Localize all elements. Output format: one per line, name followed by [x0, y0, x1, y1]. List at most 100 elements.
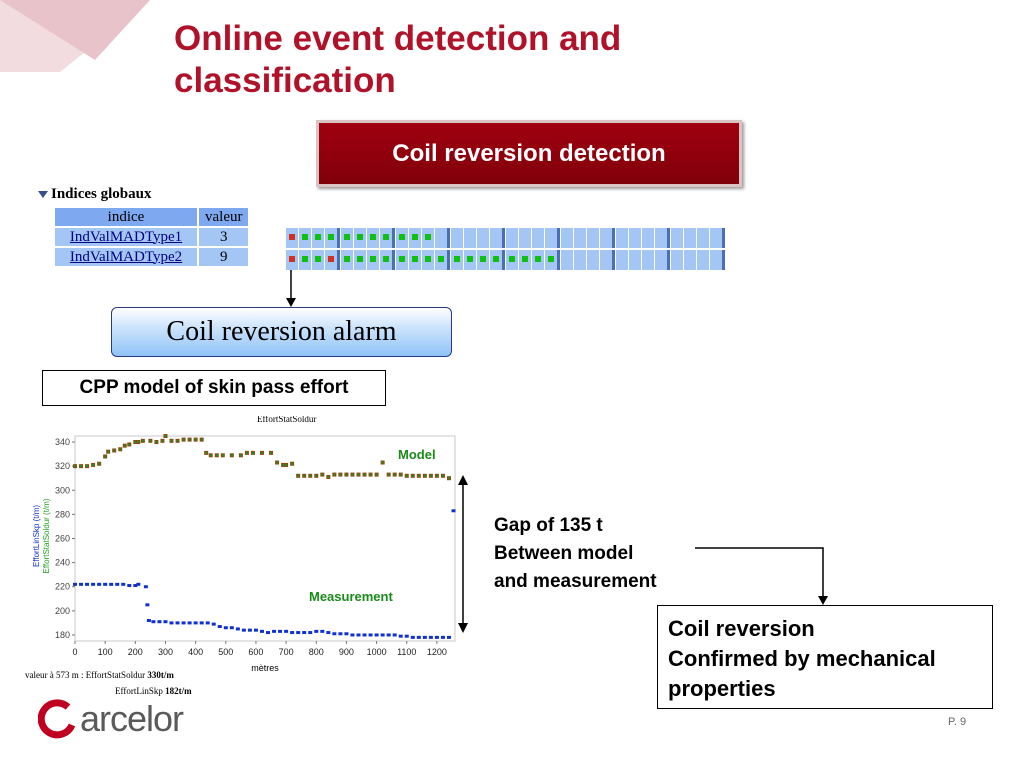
gap-double-arrow	[458, 475, 468, 633]
event-grid-cell	[616, 250, 628, 270]
measurement-point	[362, 633, 367, 637]
measurement-point	[440, 635, 445, 639]
y-tick-label: 200	[55, 606, 70, 616]
measurement-point	[79, 582, 84, 586]
measurement-point	[422, 635, 427, 639]
event-grid-cell	[710, 228, 725, 248]
model-point-inner	[200, 438, 203, 441]
model-point-inner	[149, 439, 152, 442]
event-grid-cell	[671, 228, 683, 248]
measurement-point	[374, 633, 379, 637]
event-marker	[315, 234, 321, 240]
event-marker	[412, 256, 418, 262]
x-tick-label: 400	[188, 647, 203, 657]
x-tick-label: 100	[98, 647, 113, 657]
event-marker	[370, 234, 376, 240]
event-grid-cell	[409, 250, 421, 270]
model-point-inner	[363, 473, 366, 476]
table-row: IndValMADType2 9	[55, 248, 249, 266]
model-point-inner	[327, 476, 330, 478]
event-grid-cell	[506, 250, 518, 270]
event-grid-cell	[519, 228, 531, 248]
model-point-inner	[297, 474, 300, 477]
row-name-link[interactable]: IndValMADType2	[69, 248, 183, 265]
measurement-point	[91, 582, 96, 586]
event-grid-cell	[367, 250, 379, 270]
measurement-point	[253, 628, 258, 632]
model-point-inner	[285, 463, 288, 466]
measurement-point	[392, 633, 397, 637]
slide-title: Online event detection and classificatio…	[174, 18, 774, 102]
event-marker	[493, 256, 499, 262]
y-tick-label: 320	[55, 461, 70, 471]
model-point-inner	[188, 438, 191, 441]
model-point-inner	[123, 444, 126, 447]
event-grid-cell	[574, 250, 586, 270]
gap-line-2: Between model	[494, 543, 634, 564]
event-grid-cell	[299, 250, 311, 270]
measurement-point	[73, 582, 77, 586]
row-value-cell: 3	[199, 228, 249, 246]
model-point-inner	[170, 439, 173, 442]
measurement-point	[320, 629, 325, 633]
model-point-inner	[141, 439, 144, 442]
measurement-point	[193, 621, 198, 625]
measurement-point	[205, 621, 210, 625]
model-point-inner	[411, 474, 414, 477]
measurement-point	[121, 582, 126, 586]
event-grid-cell	[587, 250, 599, 270]
model-point-inner	[137, 441, 140, 444]
panel-header[interactable]: Indices globaux	[36, 185, 151, 203]
event-marker	[383, 234, 389, 240]
x-tick-label: 900	[339, 647, 354, 657]
event-marker	[357, 234, 363, 240]
model-point-inner	[375, 473, 378, 476]
measurement-point	[272, 629, 277, 633]
measurement-point	[356, 633, 361, 637]
event-marker	[399, 256, 405, 262]
model-point-inner	[194, 438, 197, 441]
x-tick-label: 1100	[397, 647, 416, 657]
gap-line-1: Gap of 135 t	[494, 515, 603, 536]
model-point-inner	[270, 451, 273, 454]
model-point-inner	[291, 462, 294, 465]
table-header-row: indice valeur	[55, 208, 249, 226]
model-point-inner	[357, 473, 360, 476]
model-point-inner	[417, 474, 420, 477]
confirm-line-1: Coil reversion	[668, 616, 815, 641]
model-point-inner	[399, 473, 402, 476]
corner-decoration	[0, 0, 160, 72]
arcelor-logo-text: arcelor	[80, 698, 184, 739]
event-marker	[425, 234, 431, 240]
arcelor-logo: arcelor	[38, 698, 184, 740]
event-grid-cell	[545, 250, 560, 270]
measurement-point	[229, 626, 234, 630]
event-grid-cell	[616, 228, 628, 248]
y-axis-label-blue: EffortLinSkp (t/m)	[32, 505, 41, 567]
measurement-point	[163, 620, 168, 624]
model-point-inner	[260, 451, 263, 454]
event-marker	[438, 256, 444, 262]
model-point-inner	[276, 461, 279, 464]
elbow-connector-arrow	[695, 547, 828, 605]
measurement-point	[151, 620, 156, 624]
measurement-point	[235, 627, 240, 631]
measurement-point	[85, 582, 90, 586]
event-grid-cell	[435, 228, 450, 248]
cpp-model-label-box: CPP model of skin pass effort	[42, 370, 386, 406]
event-grid-cell	[477, 250, 489, 270]
model-point-inner	[239, 454, 242, 457]
row-name-link[interactable]: IndValMADType1	[69, 228, 183, 245]
event-grid-cell	[545, 228, 560, 248]
collapse-triangle-icon[interactable]	[38, 190, 48, 198]
row-name-cell[interactable]: IndValMADType1	[55, 228, 197, 246]
row-name-cell[interactable]: IndValMADType2	[55, 248, 197, 266]
measurement-point	[143, 585, 148, 589]
y-tick-label: 340	[55, 437, 70, 447]
event-grid-cell	[642, 228, 654, 248]
model-point-inner	[245, 451, 248, 454]
model-point-inner	[351, 473, 354, 476]
measurement-point	[314, 629, 319, 633]
event-grid-cell	[655, 250, 670, 270]
alarm-label: Coil reversion alarm	[166, 316, 397, 347]
